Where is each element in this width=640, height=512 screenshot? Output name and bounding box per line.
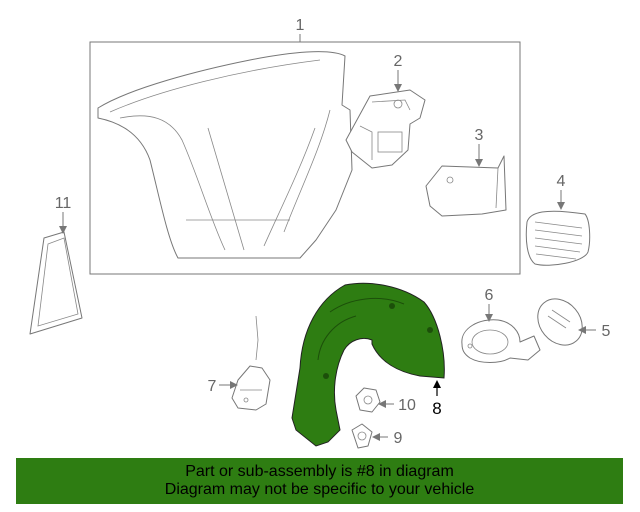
part-2-bracket[interactable] bbox=[345, 89, 426, 169]
parts-diagram: 1 2 3 4 5 6 7 8 9 10 11 bbox=[29, 17, 611, 449]
part-9-clip[interactable] bbox=[351, 423, 373, 449]
part-4-vent-grille[interactable] bbox=[525, 210, 591, 266]
part-3-panel[interactable] bbox=[425, 155, 507, 217]
banner-line-2: Diagram may not be specific to your vehi… bbox=[164, 481, 475, 498]
part-6-fuel-housing[interactable] bbox=[461, 319, 541, 363]
callout-7[interactable]: 7 bbox=[208, 378, 217, 395]
callout-11[interactable]: 11 bbox=[55, 195, 72, 212]
callout-5[interactable]: 5 bbox=[602, 323, 611, 340]
callout-9[interactable]: 9 bbox=[394, 430, 403, 447]
callout-1[interactable]: 1 bbox=[296, 17, 305, 34]
part-11-trim[interactable] bbox=[29, 231, 83, 335]
callout-2[interactable]: 2 bbox=[394, 53, 403, 70]
banner-line-1: Part or sub-assembly is #8 in diagram bbox=[185, 463, 454, 480]
info-banner: Part or sub-assembly is #8 in diagram Di… bbox=[16, 458, 623, 504]
assembly-1-frame bbox=[89, 41, 521, 275]
part-10-nut[interactable] bbox=[355, 387, 381, 413]
part-7-sensor[interactable] bbox=[231, 315, 271, 411]
callout-3[interactable]: 3 bbox=[475, 127, 484, 144]
part-8-wheelhouse-liner[interactable] bbox=[291, 282, 445, 447]
part-1-quarter-panel[interactable] bbox=[97, 51, 353, 259]
callout-10[interactable]: 10 bbox=[398, 397, 416, 414]
part-5-fuel-door[interactable] bbox=[529, 290, 592, 354]
callout-leaders bbox=[59, 34, 596, 441]
callout-8[interactable]: 8 bbox=[432, 399, 441, 418]
callout-6[interactable]: 6 bbox=[485, 287, 494, 304]
callout-4[interactable]: 4 bbox=[557, 173, 566, 190]
